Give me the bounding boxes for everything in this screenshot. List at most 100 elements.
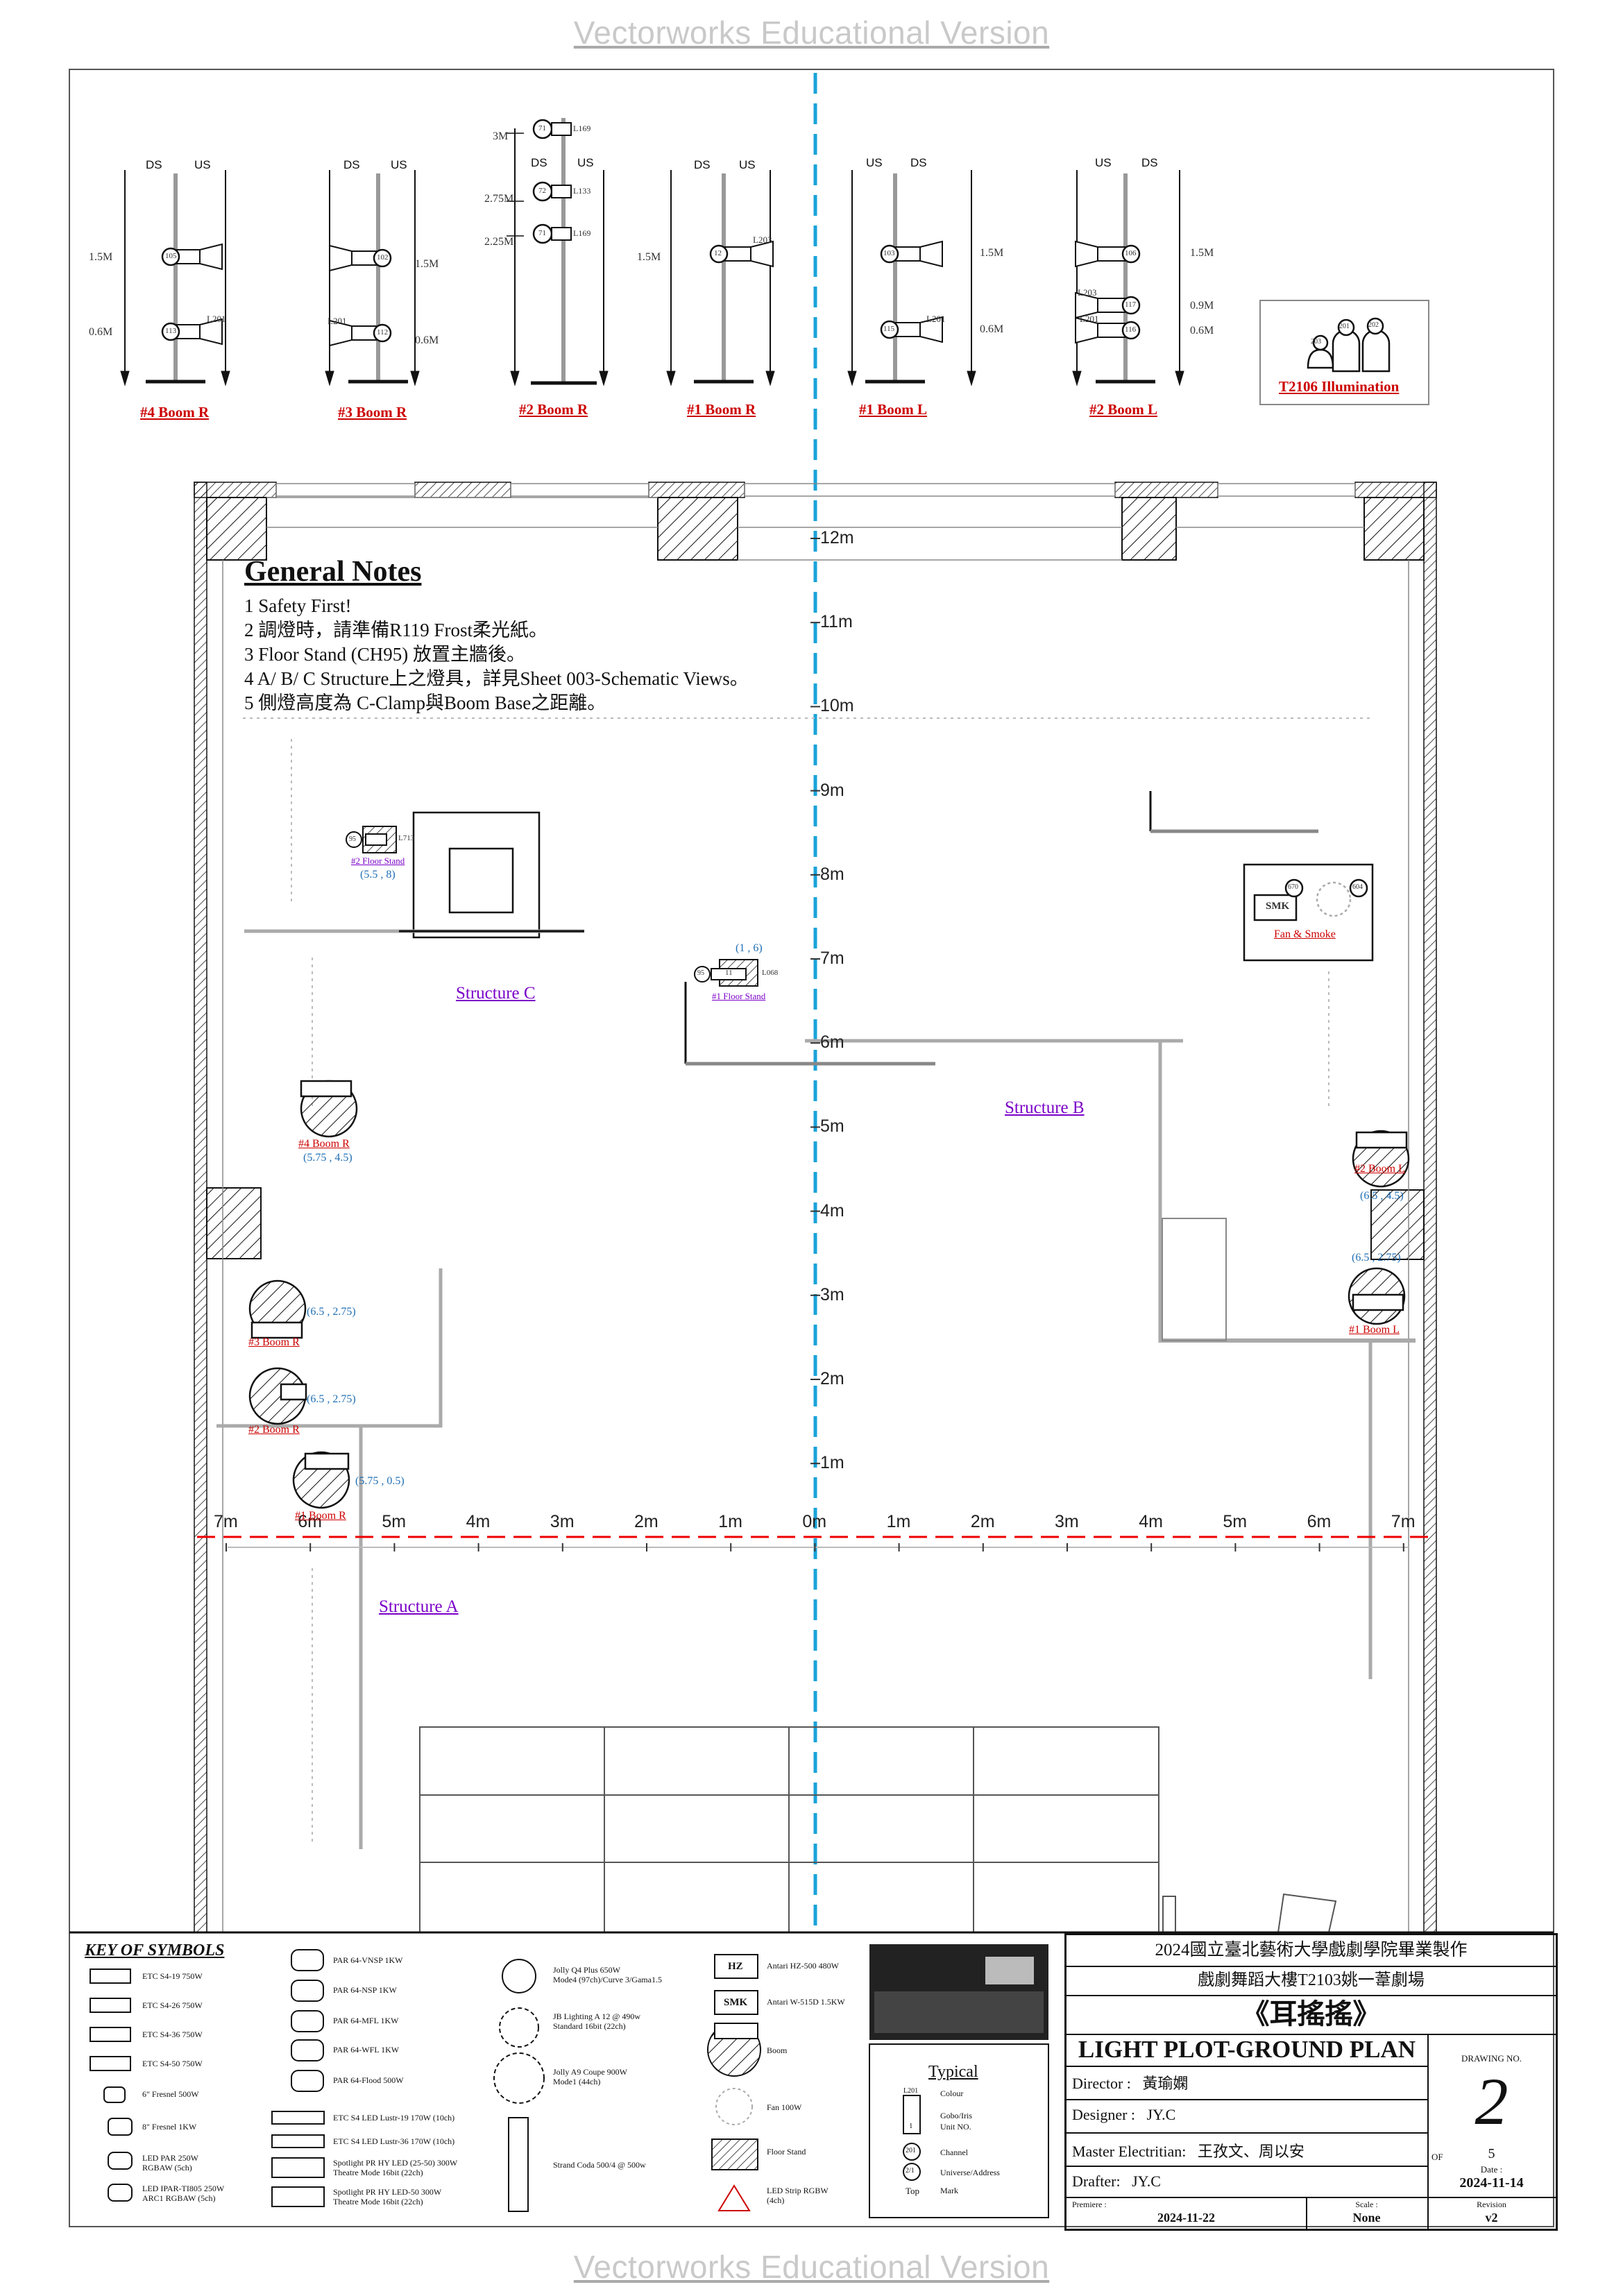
boom2-unit1: 71 — [538, 124, 546, 133]
plan-boom2l-coord: (6.5 , 4.5) — [1360, 1190, 1404, 1202]
boom2l-h3: 0.6M — [1190, 325, 1214, 337]
key-entry: JB Lighting A 12 @ 490w — [553, 2012, 641, 2021]
tb-drawing-no-label: DRAWING NO. — [1461, 2053, 1522, 2064]
key-entry: Standard 16bit (22ch) — [553, 2021, 626, 2031]
y-tick-label: 5m — [820, 1116, 844, 1137]
boom-elevations — [120, 118, 1184, 386]
boom1l-dir-left: US — [866, 156, 883, 169]
y-tick-label: 9m — [820, 780, 844, 800]
tb-show: 《耳搖搖》 — [1067, 1995, 1556, 2035]
boom2l-unit1: 106 — [1125, 249, 1137, 257]
boom4-unit1: 105 — [165, 252, 177, 260]
note-2: 2 調燈時，請準備R119 Frost柔光紙。 — [244, 620, 548, 640]
illumination-label: T2106 Illumination — [1279, 378, 1400, 395]
x-tick-label: 4m — [466, 1512, 491, 1531]
boom2l-dir-right: DS — [1141, 156, 1158, 169]
boom2-unit2: 72 — [538, 187, 546, 195]
x-tick-label: 2m — [634, 1512, 658, 1531]
plan-boom1r-label: #1 Boom R — [295, 1510, 346, 1522]
tb-premiere-label: Premiere : — [1072, 2200, 1107, 2209]
tb-revision: v2 — [1485, 2211, 1498, 2225]
key-entry: Antari W-515D 1.5KW — [767, 1997, 845, 2007]
boom1r-h1: 1.5M — [637, 251, 661, 263]
fan-smoke-label: Fan & Smoke — [1274, 928, 1336, 940]
watermark-bottom: Vectorworks Educational Version — [573, 2249, 1050, 2285]
y-tick-label: 12m — [820, 528, 854, 547]
key-entry: PAR 64-WFL 1KW — [333, 2045, 400, 2055]
plan-boom3-coord: (6.5 , 2.75) — [307, 1306, 356, 1318]
boom1r-dir-right: US — [739, 158, 756, 171]
boom3-h1: 1.5M — [415, 258, 439, 270]
boom4-label: L201 — [207, 314, 226, 324]
x-tick-label: 2m — [970, 1512, 995, 1531]
key-entry: 6" Fresnel 500W — [142, 2089, 199, 2099]
boom2-caption: #2 Boom R — [519, 401, 588, 418]
key-entry: PAR 64-VNSP 1KW — [333, 1955, 403, 1965]
typical-title: Typical — [928, 2063, 978, 2081]
key-entry: Boom — [767, 2046, 788, 2055]
illumination-box — [1259, 300, 1429, 405]
boom3-caption: #3 Boom R — [338, 404, 407, 420]
plan-boom4-coord: (5.75 , 4.5) — [303, 1152, 352, 1164]
key-entry: ETC S4-26 750W — [142, 2000, 203, 2010]
key-entry: ETC S4-36 750W — [142, 2030, 203, 2039]
boom2-label3: L169 — [573, 228, 591, 238]
tb-me: 王孜文、周以安 — [1197, 2143, 1305, 2160]
boom2l-h2: 0.9M — [1190, 300, 1214, 312]
boom4-dir-right: US — [194, 158, 211, 171]
boom2l-caption: #2 Boom L — [1089, 401, 1158, 418]
tb-of: 5 — [1488, 2146, 1495, 2161]
illum-unit2: 201 — [1339, 323, 1350, 330]
floor-stand-2-coord: (5.5 , 8) — [360, 869, 396, 881]
y-tick-label: 7m — [820, 949, 844, 968]
structure-c — [244, 811, 584, 939]
structure-a — [216, 1268, 1373, 1849]
x-tick-label: 1m — [718, 1512, 742, 1531]
tb-scale-label: Scale : — [1355, 2200, 1378, 2209]
plan-boom1l-coord: (6.5 , 2.75) — [1352, 1252, 1401, 1264]
boom2-h1: 3M — [493, 130, 509, 142]
plan-booms — [248, 1080, 1410, 1509]
tb-sheet-title: LIGHT PLOT-GROUND PLAN — [1067, 2034, 1429, 2067]
boom1l-unit1: 103 — [883, 249, 895, 257]
tb-drafter: JY.C — [1132, 2172, 1161, 2190]
boom1r-caption: #1 Boom R — [687, 401, 756, 418]
boom1l-h2: 0.6M — [980, 323, 1004, 335]
boom3-label: L201 — [328, 316, 347, 326]
boom1r-label: L203 — [753, 235, 772, 245]
tb-date: 2024-11-14 — [1459, 2175, 1524, 2191]
key-symbol-icons — [90, 1949, 761, 2212]
key-entry: PAR 64-Flood 500W — [333, 2075, 404, 2085]
note-5: 5 側燈高度為 C-Clamp與Boom Base之距離。 — [244, 692, 606, 713]
floor-stand-2-unit: 95 — [349, 835, 356, 843]
x-tick-label: 6m — [1307, 1512, 1332, 1531]
key-entry: (4ch) — [767, 2195, 785, 2205]
boom2l-label1: L203 — [1078, 287, 1097, 298]
floor-stand-1-label: #1 Floor Stand — [712, 991, 766, 1001]
plan-boom2-coord: (6.5 , 2.75) — [307, 1393, 356, 1405]
x-tick-label: 0m — [802, 1512, 827, 1531]
plan-boom3-label: #3 Boom R — [248, 1336, 300, 1348]
typical-colour-sample: L201 — [903, 2087, 919, 2095]
fan-smoke-box — [1243, 863, 1374, 962]
typical-box — [869, 2043, 1049, 2218]
tb-designer-label: Designer : — [1072, 2106, 1136, 2123]
key-of-symbols-title: KEY OF SYMBOLS — [85, 1941, 225, 1959]
plan-boom2-label: #2 Boom R — [248, 1424, 300, 1436]
typical-top: Top — [906, 2186, 920, 2196]
fan-smoke-unit2: 604 — [1352, 883, 1363, 891]
x-scale-ticks — [226, 1543, 1404, 1551]
boom1l-h1: 1.5M — [980, 247, 1004, 259]
key-entry: Spotlight PR HY LED (25-50) 300W — [333, 2158, 458, 2168]
fan-smoke-unit1: 670 — [1288, 883, 1298, 891]
tb-org: 2024國立臺北藝術大學戲劇學院畢業製作 — [1067, 1935, 1556, 1967]
x-tick-label: 5m — [1223, 1512, 1248, 1531]
structure-a-label: Structure A — [379, 1597, 459, 1616]
tb-of-label: OF — [1431, 2152, 1443, 2162]
y-tick-label: 11m — [820, 612, 853, 632]
boom1l-unit2: 115 — [883, 325, 895, 333]
tb-designer: JY.C — [1146, 2106, 1176, 2123]
boom2-dir-right: US — [577, 156, 594, 169]
boom2l-dir-left: US — [1095, 156, 1112, 169]
floor-stand-1-lamp: L068 — [762, 969, 779, 977]
